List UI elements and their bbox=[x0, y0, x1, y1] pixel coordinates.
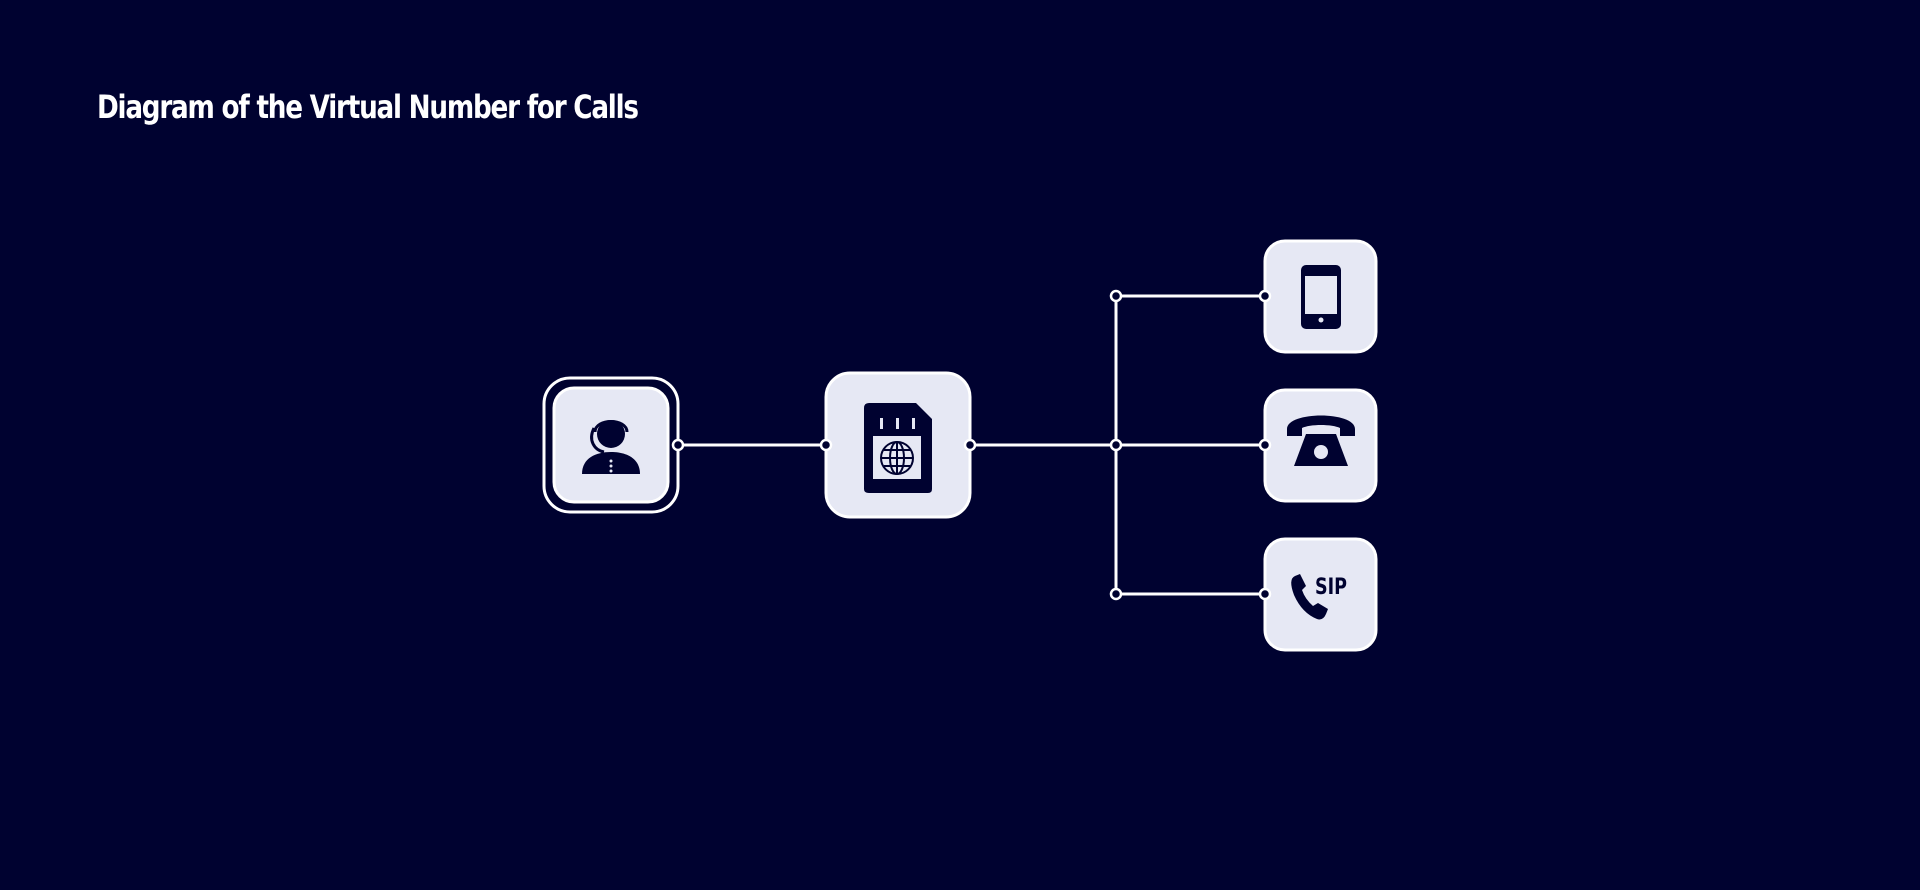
call-center-agent-icon bbox=[582, 420, 640, 474]
connector-dot bbox=[1109, 289, 1123, 303]
telephone-icon bbox=[1287, 415, 1355, 466]
sip-phone-icon: SIP bbox=[1291, 574, 1347, 620]
connector-dot bbox=[1109, 438, 1123, 452]
node-mobile-phone bbox=[1263, 239, 1378, 354]
connector-dot bbox=[963, 438, 977, 452]
connector-dot bbox=[671, 438, 685, 452]
sip-label: SIP bbox=[1315, 575, 1347, 600]
node-operator bbox=[542, 376, 680, 514]
connector-dot bbox=[1258, 438, 1272, 452]
connector-dot bbox=[1258, 587, 1272, 601]
node-virtual-number bbox=[824, 371, 972, 519]
connector-dot bbox=[1109, 587, 1123, 601]
node-sip-phone: SIP bbox=[1263, 537, 1378, 652]
page-title: Diagram of the Virtual Number for Calls bbox=[97, 88, 639, 126]
smartphone-icon bbox=[1301, 265, 1341, 329]
virtual-sim-card-icon bbox=[864, 403, 932, 493]
node-landline-phone bbox=[1263, 388, 1378, 503]
connector-dots bbox=[671, 289, 1272, 601]
connector-dot bbox=[1258, 289, 1272, 303]
connector-dot bbox=[819, 438, 833, 452]
